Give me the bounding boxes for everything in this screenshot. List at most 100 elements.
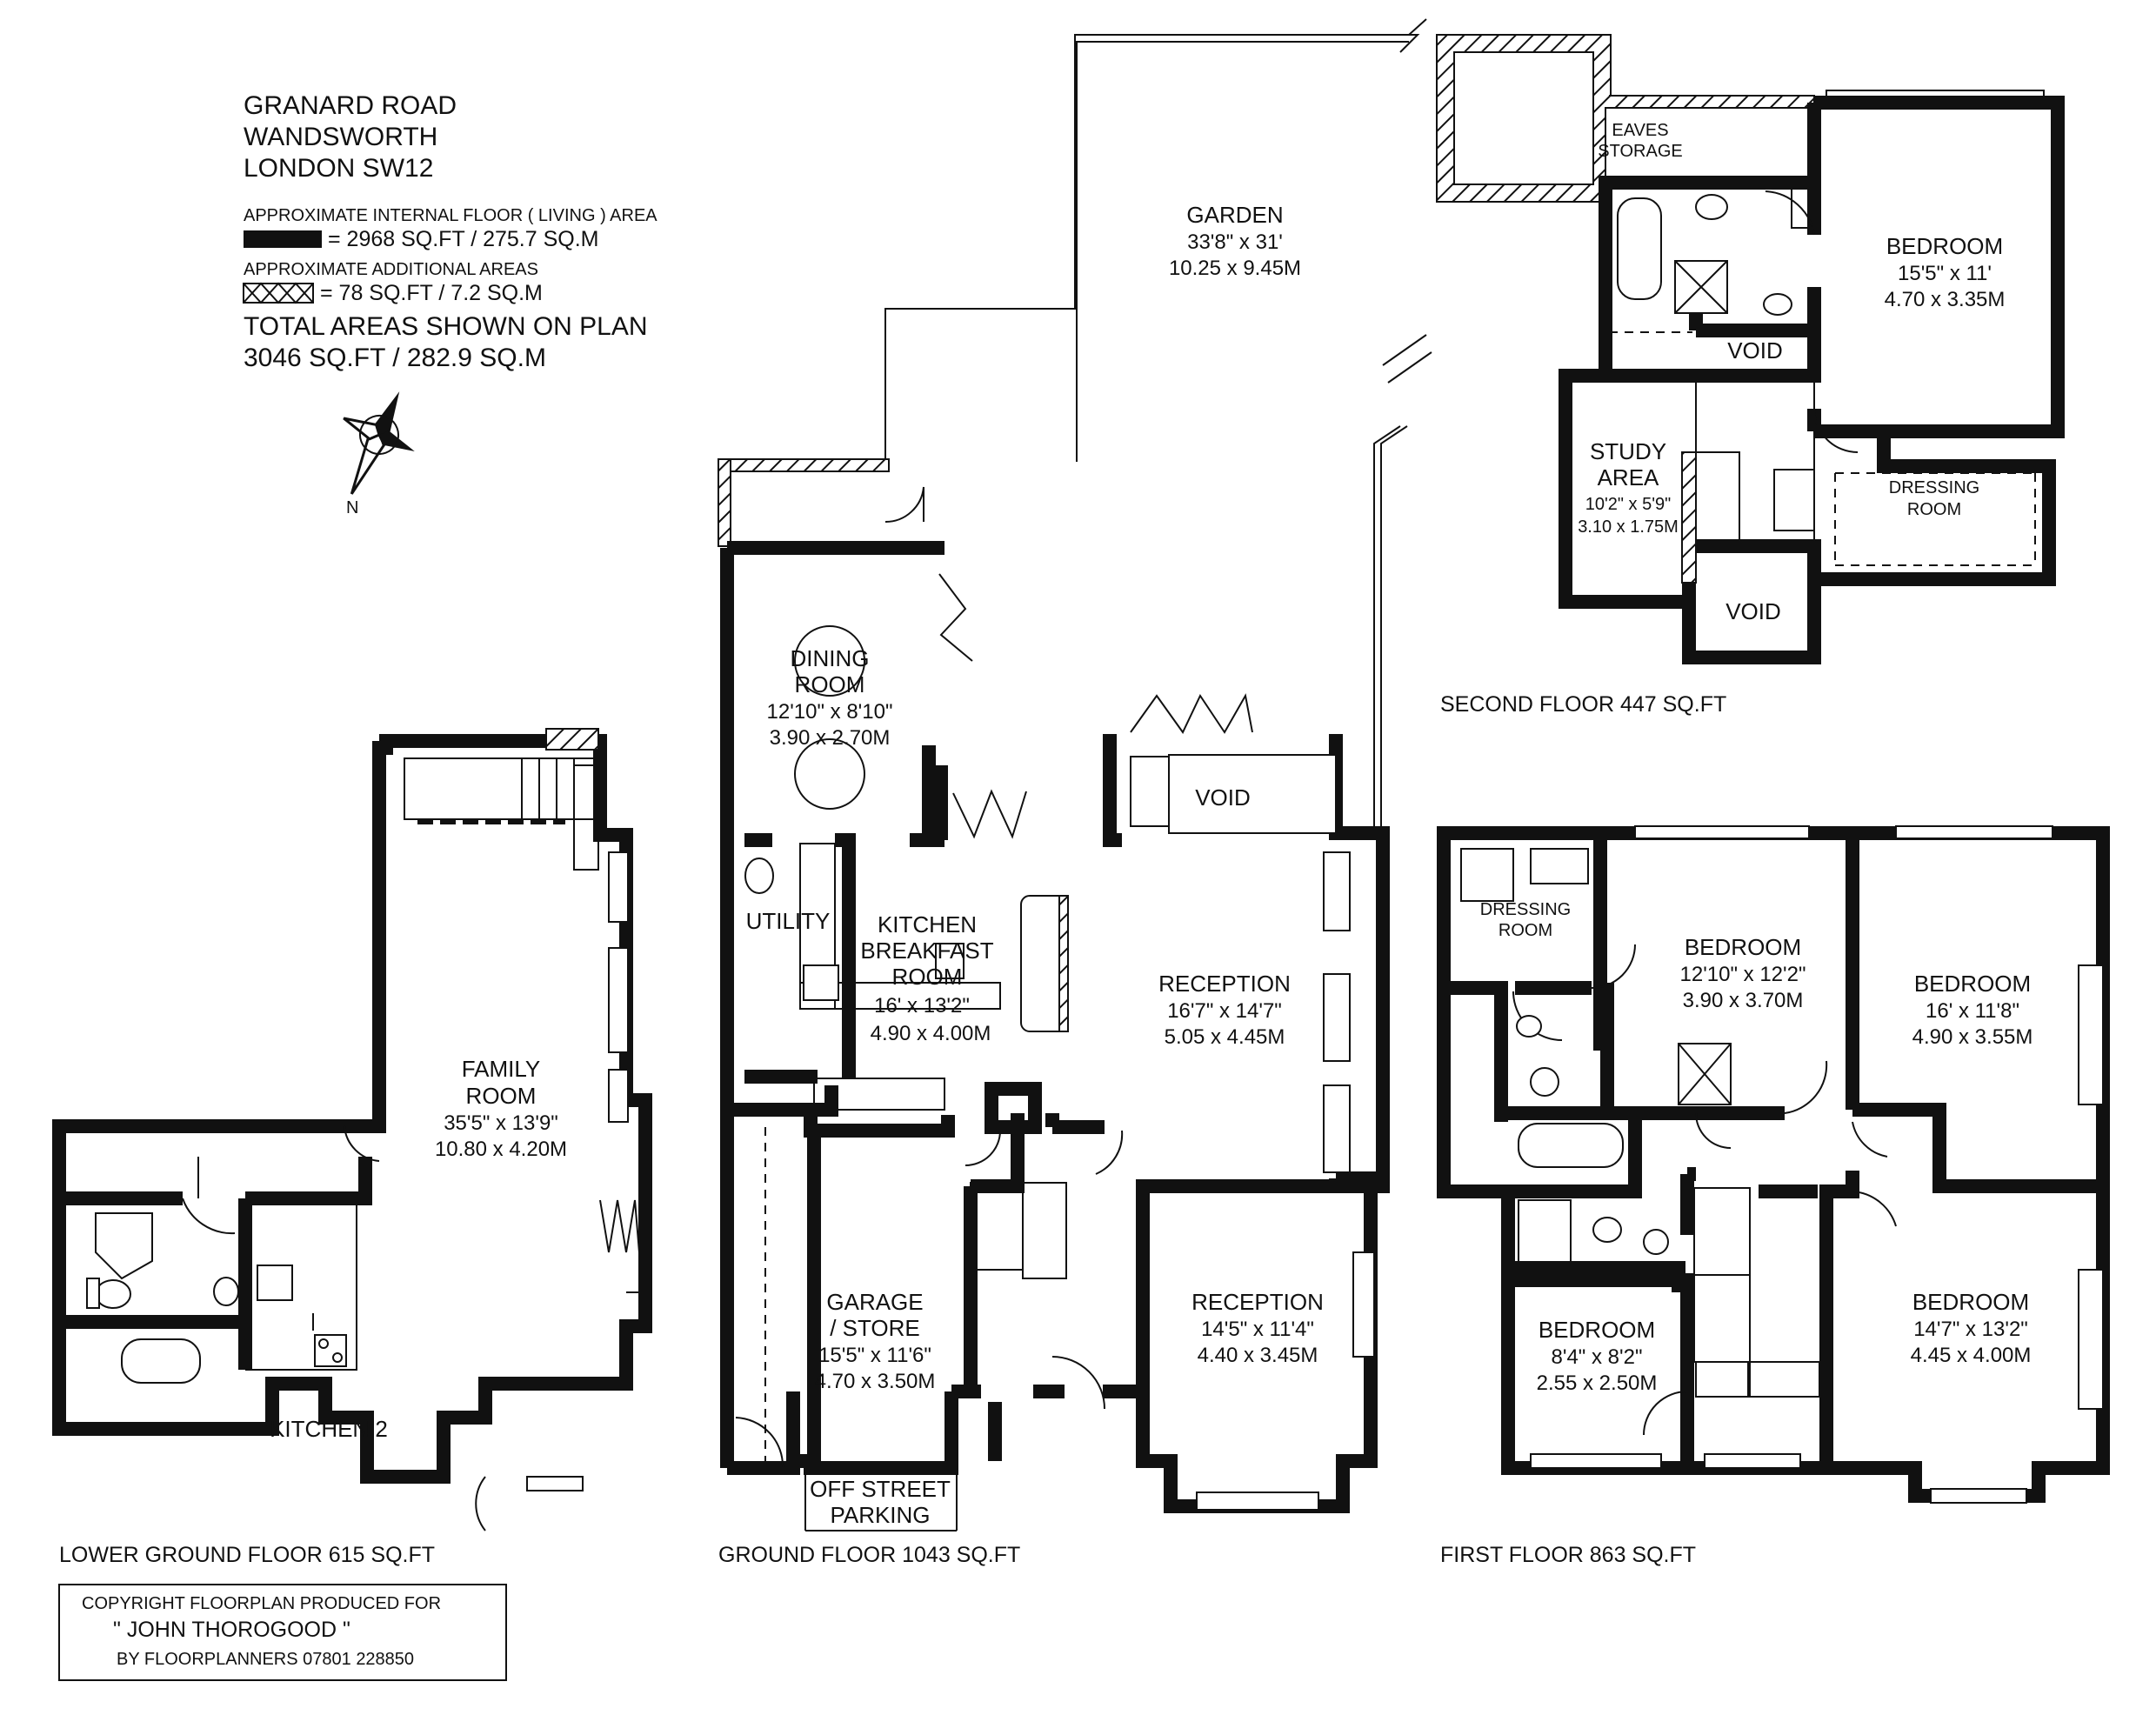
- ground-hatch-top: [718, 458, 890, 472]
- bedroom-1a-imperial: 12'10" x 12'2": [1680, 963, 1806, 986]
- copyright-line-3: BY FLOORPLANNERS 07801 228850: [117, 1650, 414, 1669]
- study-metric: 3.10 x 1.75M: [1578, 517, 1679, 537]
- first-toilet-icon: [1530, 1067, 1559, 1097]
- lower-ground-hatch: [545, 728, 599, 751]
- second-floor-label: SECOND FLOOR 447 SQ.FT: [1440, 692, 1726, 717]
- utility-toilet-icon: [744, 858, 774, 894]
- kitchen-name-1: KITCHEN: [878, 911, 977, 938]
- bedroom-1b-imperial: 16' x 11'8": [1926, 999, 2019, 1023]
- address-line-1: GRANARD ROAD: [244, 91, 457, 120]
- bedroom-2nd-metric: 4.70 x 3.35M: [1885, 288, 2006, 311]
- bath-icon: [121, 1338, 201, 1384]
- kitchen-name-3: ROOM: [892, 964, 963, 990]
- ground-floor-plan: GARDEN 33'8" x 31' 10.25 x 9.45M DINING …: [718, 18, 1432, 1531]
- first-floor-outline: [1437, 826, 2110, 1503]
- study-name-1: STUDY: [1590, 438, 1666, 464]
- second-sink-icon: [1763, 293, 1792, 316]
- void-ground-name: VOID: [1195, 784, 1251, 811]
- legend-additional-value: = 78 SQ.FT / 7.2 SQ.M: [320, 281, 543, 305]
- address-block: GRANARD ROAD WANDSWORTH LONDON SW12: [244, 91, 457, 183]
- family-room-metric: 10.80 x 4.20M: [435, 1138, 567, 1161]
- void-2nd-bottom-name: VOID: [1725, 598, 1781, 624]
- compass-north-label: N: [346, 498, 358, 517]
- bedroom-1c-name: BEDROOM: [1539, 1317, 1655, 1343]
- parking-name-1: OFF STREET: [810, 1476, 951, 1502]
- bedroom-1d-metric: 4.45 x 4.00M: [1911, 1344, 2032, 1367]
- bedroom-1d-imperial: 14'7" x 13'2": [1913, 1318, 2028, 1341]
- lower-ground-floor-label: LOWER GROUND FLOOR 615 SQ.FT: [59, 1543, 435, 1567]
- copyright-line-1: COPYRIGHT FLOORPLAN PRODUCED FOR: [82, 1594, 441, 1613]
- copyright-line-2: " JOHN THOROGOOD ": [113, 1618, 350, 1642]
- garden-boundary: [884, 34, 1409, 462]
- reception-front-imperial: 14'5" x 11'4": [1201, 1318, 1314, 1341]
- reception-rear-metric: 5.05 x 4.45M: [1165, 1025, 1285, 1049]
- dressing-2nd-name-2: ROOM: [1907, 500, 1961, 519]
- legend-total-value: 3046 SQ.FT / 282.9 SQ.M: [244, 344, 546, 372]
- copyright-box: COPYRIGHT FLOORPLAN PRODUCED FOR " JOHN …: [58, 1584, 507, 1681]
- study-name-2: AREA: [1598, 464, 1659, 490]
- bedroom-1a-name: BEDROOM: [1685, 934, 1801, 960]
- bedroom-1b-metric: 4.90 x 3.55M: [1912, 1025, 2033, 1049]
- reception-front-metric: 4.40 x 3.45M: [1198, 1344, 1318, 1367]
- hob-icon: [314, 1334, 347, 1367]
- first-bath-icon: [1518, 1123, 1624, 1168]
- second-floor-plan: EAVES STORAGE BEDROOM 15'5" x 11' 4.70 x…: [1436, 34, 2065, 664]
- kitchen-2-name: KITCHEN 2: [270, 1416, 388, 1442]
- first-floor-plan: DRESSING ROOM BEDROOM 12'10" x 12'2" 3.9…: [1437, 825, 2110, 1504]
- garage-name-1: GARAGE: [826, 1289, 923, 1315]
- address-line-2: WANDSWORTH: [244, 123, 437, 151]
- utility-name: UTILITY: [746, 908, 831, 934]
- toilet-icon: [95, 1279, 131, 1309]
- dining-room-metric: 3.90 x 2.70M: [770, 726, 891, 750]
- garden-imperial: 33'8" x 31': [1187, 230, 1283, 254]
- reception-rear-name: RECEPTION: [1158, 971, 1291, 997]
- eaves-name-2: STORAGE: [1598, 142, 1682, 161]
- ground-hatch-side: [718, 458, 731, 547]
- reception-rear-imperial: 16'7" x 14'7": [1167, 999, 1282, 1023]
- sink-icon: [213, 1277, 239, 1306]
- family-room-name-1: FAMILY: [462, 1056, 541, 1082]
- kitchen-imperial: 16' x 13'2": [874, 994, 970, 1018]
- second-bath-icon: [1617, 197, 1662, 300]
- dining-room-name-2: ROOM: [795, 671, 865, 697]
- family-room-name-2: ROOM: [466, 1083, 537, 1109]
- kitchen-hob-icon: [935, 943, 965, 979]
- address-line-3: LONDON SW12: [244, 154, 433, 183]
- kitchen-name-2: BREAKFAST: [860, 938, 993, 964]
- void-2nd-top-name: VOID: [1727, 337, 1783, 364]
- family-room-imperial: 35'5" x 13'9": [444, 1111, 558, 1135]
- bedroom-2nd-name: BEDROOM: [1886, 233, 2003, 259]
- garage-imperial: 15'5" x 11'6": [818, 1344, 931, 1367]
- lower-ground-stairs: [404, 757, 599, 871]
- bedroom-2nd-imperial: 15'5" x 11': [1898, 262, 1992, 285]
- kitchen-sink-icon: [257, 1265, 293, 1301]
- legend-internal-value: = 2968 SQ.FT / 275.7 SQ.M: [328, 227, 599, 251]
- legend-additional-swatch: [243, 282, 314, 304]
- bedroom-1b-name: BEDROOM: [1914, 971, 2031, 997]
- dining-room-name-1: DINING: [791, 645, 870, 671]
- legend-internal-label: APPROXIMATE INTERNAL FLOOR ( LIVING ) AR…: [244, 206, 657, 225]
- garden-metric: 10.25 x 9.45M: [1169, 257, 1301, 280]
- compass-icon: [343, 391, 415, 495]
- shower-icon: [95, 1212, 153, 1280]
- lower-ground-floor-plan: FAMILY ROOM 35'5" x 13'9" 10.80 x 4.20M …: [52, 728, 652, 1531]
- bedroom-1c-metric: 2.55 x 2.50M: [1537, 1371, 1658, 1395]
- study-imperial: 10'2" x 5'9": [1585, 495, 1672, 514]
- garage-name-2: / STORE: [830, 1315, 920, 1341]
- legend-additional-label: APPROXIMATE ADDITIONAL AREAS: [244, 260, 538, 279]
- bedroom-1c-imperial: 8'4" x 8'2": [1552, 1345, 1643, 1369]
- dressing-1st-name-1: DRESSING: [1480, 900, 1571, 919]
- garage-metric: 4.70 x 3.50M: [815, 1370, 936, 1393]
- legend-total-label: TOTAL AREAS SHOWN ON PLAN: [244, 312, 648, 341]
- dressing-1st-name-2: ROOM: [1499, 921, 1552, 940]
- reception-front-name: RECEPTION: [1191, 1289, 1324, 1315]
- kitchen-metric: 4.90 x 4.00M: [871, 1022, 991, 1045]
- ground-floor-label: GROUND FLOOR 1043 SQ.FT: [718, 1543, 1020, 1567]
- dining-room-imperial: 12'10" x 8'10": [767, 700, 893, 724]
- first-floor-label: FIRST FLOOR 863 SQ.FT: [1440, 1543, 1696, 1567]
- parking-name-2: PARKING: [830, 1502, 930, 1528]
- legend-internal-swatch: [244, 230, 322, 248]
- area-legend: APPROXIMATE INTERNAL FLOOR ( LIVING ) AR…: [243, 206, 657, 372]
- bedroom-1d-name: BEDROOM: [1912, 1289, 2029, 1315]
